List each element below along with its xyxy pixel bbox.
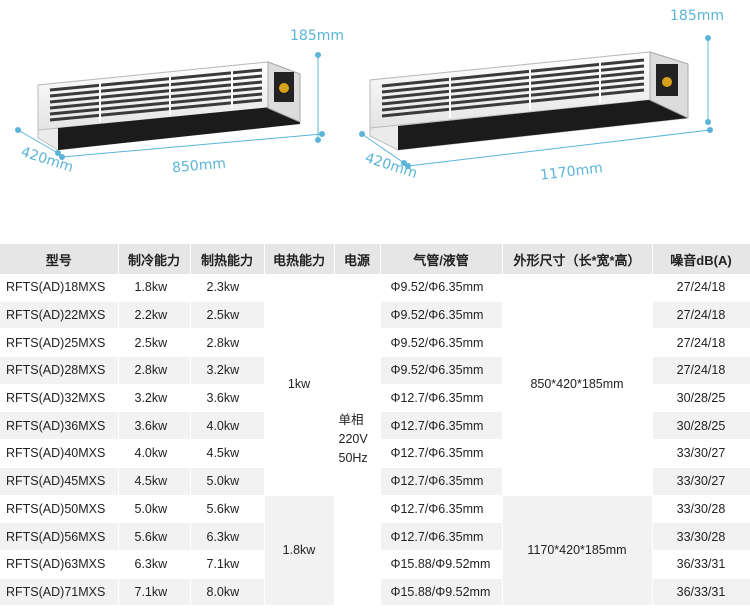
noise-cell: 33/30/27 <box>652 467 750 496</box>
cooling-cell: 3.2kw <box>118 384 191 413</box>
header-pipe: 气管/液管 <box>380 244 503 274</box>
table-row: RFTS(AD)50MXS 5.0kw 5.6kw 1.8kw Φ12.7/Φ6… <box>0 495 750 607</box>
heating-cell: 2.5kw <box>190 301 265 330</box>
header-model: 型号 <box>0 244 119 274</box>
noise-cell: 33/30/27 <box>652 439 750 468</box>
cooling-cell: 1.8kw <box>118 274 191 302</box>
noise-cell: 30/28/25 <box>652 384 750 413</box>
heating-cell: 7.1kw <box>190 550 265 579</box>
right-duct-unit <box>369 51 689 151</box>
header-noise: 噪音dB(A) <box>652 244 750 274</box>
noise-cell: 27/24/18 <box>652 301 750 330</box>
model-cell: RFTS(AD)25MXS <box>0 328 119 358</box>
electric-heat-cell: 1.8kw <box>264 495 335 607</box>
power-supply-cell: 单相 220V 50Hz <box>334 274 381 607</box>
model-cell: RFTS(AD)32MXS <box>0 384 119 413</box>
table-row: RFTS(AD)28MXS 2.8kw 3.2kw Φ9.52/Φ6.35mm … <box>0 356 750 385</box>
table-row: RFTS(AD)32MXS 3.2kw 3.6kw Φ12.7/Φ6.35mm … <box>0 384 750 413</box>
cooling-cell: 2.8kw <box>118 356 191 385</box>
model-cell: RFTS(AD)63MXS <box>0 550 119 579</box>
heating-cell: 2.3kw <box>190 274 265 302</box>
right-height-label: 185mm <box>670 8 724 24</box>
pipe-cell: Φ15.88/Φ9.52mm <box>380 578 503 607</box>
model-cell: RFTS(AD)18MXS <box>0 274 119 302</box>
table-row: RFTS(AD)63MXS 6.3kw 7.1kw Φ15.88/Φ9.52mm… <box>0 550 750 579</box>
pipe-cell: Φ9.52/Φ6.35mm <box>380 301 503 330</box>
noise-cell: 33/30/28 <box>652 522 750 551</box>
model-cell: RFTS(AD)50MXS <box>0 495 119 524</box>
electric-heat-cell: 1kw <box>264 274 335 496</box>
header-cooling: 制冷能力 <box>118 244 191 274</box>
cooling-cell: 3.6kw <box>118 411 191 441</box>
header-power: 电源 <box>334 244 381 274</box>
cooling-cell: 4.0kw <box>118 439 191 468</box>
pipe-cell: Φ12.7/Φ6.35mm <box>380 411 503 441</box>
heating-cell: 3.2kw <box>190 356 265 385</box>
cooling-cell: 5.0kw <box>118 495 191 524</box>
cooling-cell: 7.1kw <box>118 578 191 607</box>
header-dimensions: 外形尺寸（长*宽*高） <box>502 244 653 274</box>
power-frequency: 50Hz <box>338 451 368 466</box>
heating-cell: 8.0kw <box>190 578 265 607</box>
heating-cell: 2.8kw <box>190 328 265 358</box>
table-row: RFTS(AD)56MXS 5.6kw 6.3kw Φ12.7/Φ6.35mm … <box>0 522 750 551</box>
pipe-cell: Φ9.52/Φ6.35mm <box>380 328 503 358</box>
cooling-cell: 6.3kw <box>118 550 191 579</box>
table-row: RFTS(AD)40MXS 4.0kw 4.5kw Φ12.7/Φ6.35mm … <box>0 439 750 468</box>
noise-cell: 27/24/18 <box>652 328 750 358</box>
pipe-cell: Φ12.7/Φ6.35mm <box>380 467 503 496</box>
model-cell: RFTS(AD)36MXS <box>0 411 119 441</box>
table-row: RFTS(AD)36MXS 3.6kw 4.0kw Φ12.7/Φ6.35mm … <box>0 411 750 441</box>
table-row: RFTS(AD)71MXS 7.1kw 8.0kw Φ15.88/Φ9.52mm… <box>0 578 750 607</box>
pipe-cell: Φ12.7/Φ6.35mm <box>380 439 503 468</box>
table-row: RFTS(AD)45MXS 4.5kw 5.0kw Φ12.7/Φ6.35mm … <box>0 467 750 496</box>
table-header-row: 型号 制冷能力 制热能力 电热能力 电源 气管/液管 外形尺寸（长*宽*高） 噪… <box>0 244 750 274</box>
model-cell: RFTS(AD)71MXS <box>0 578 119 607</box>
dimensions-cell: 1170*420*185mm <box>502 495 653 607</box>
dimension-lines <box>15 35 713 169</box>
pipe-cell: Φ9.52/Φ6.35mm <box>380 356 503 385</box>
pipe-cell: Φ12.7/Φ6.35mm <box>380 384 503 413</box>
cooling-cell: 2.2kw <box>118 301 191 330</box>
cooling-cell: 4.5kw <box>118 467 191 496</box>
noise-cell: 36/33/31 <box>652 550 750 579</box>
header-electric-heat: 电热能力 <box>264 244 335 274</box>
power-voltage: 220V <box>338 432 368 447</box>
cooling-cell: 2.5kw <box>118 328 191 358</box>
left-duct-unit <box>37 61 301 151</box>
heating-cell: 4.5kw <box>190 439 265 468</box>
heating-cell: 6.3kw <box>190 522 265 551</box>
noise-cell: 36/33/31 <box>652 578 750 607</box>
spec-table: 型号 制冷能力 制热能力 电热能力 电源 气管/液管 外形尺寸（长*宽*高） 噪… <box>0 244 750 607</box>
table-row: RFTS(AD)25MXS 2.5kw 2.8kw Φ9.52/Φ6.35mm … <box>0 328 750 358</box>
power-phase: 单相 <box>338 413 364 428</box>
noise-cell: 33/30/28 <box>652 495 750 524</box>
product-figure: 185mm 420mm 850mm 185mm 420mm 1170mm <box>0 0 750 230</box>
noise-cell: 30/28/25 <box>652 411 750 441</box>
model-cell: RFTS(AD)45MXS <box>0 467 119 496</box>
noise-cell: 27/24/18 <box>652 356 750 385</box>
pipe-cell: Φ12.7/Φ6.35mm <box>380 495 503 524</box>
table-row: RFTS(AD)22MXS 2.2kw 2.5kw Φ9.52/Φ6.35mm … <box>0 301 750 330</box>
model-cell: RFTS(AD)28MXS <box>0 356 119 385</box>
heating-cell: 5.6kw <box>190 495 265 524</box>
noise-cell: 27/24/18 <box>652 274 750 302</box>
left-height-label: 185mm <box>290 28 344 44</box>
heating-cell: 4.0kw <box>190 411 265 441</box>
table-row: RFTS(AD)18MXS 1.8kw 2.3kw 1kw 单相 220V 50… <box>0 274 750 607</box>
heating-cell: 5.0kw <box>190 467 265 496</box>
pipe-cell: Φ15.88/Φ9.52mm <box>380 550 503 579</box>
model-cell: RFTS(AD)22MXS <box>0 301 119 330</box>
heating-cell: 3.6kw <box>190 384 265 413</box>
cooling-cell: 5.6kw <box>118 522 191 551</box>
pipe-cell: Φ9.52/Φ6.35mm <box>380 274 503 302</box>
units-illustration <box>15 35 713 169</box>
pipe-cell: Φ12.7/Φ6.35mm <box>380 522 503 551</box>
dimensions-cell: 850*420*185mm <box>502 274 653 496</box>
model-cell: RFTS(AD)40MXS <box>0 439 119 468</box>
header-heating: 制热能力 <box>190 244 265 274</box>
model-cell: RFTS(AD)56MXS <box>0 522 119 551</box>
